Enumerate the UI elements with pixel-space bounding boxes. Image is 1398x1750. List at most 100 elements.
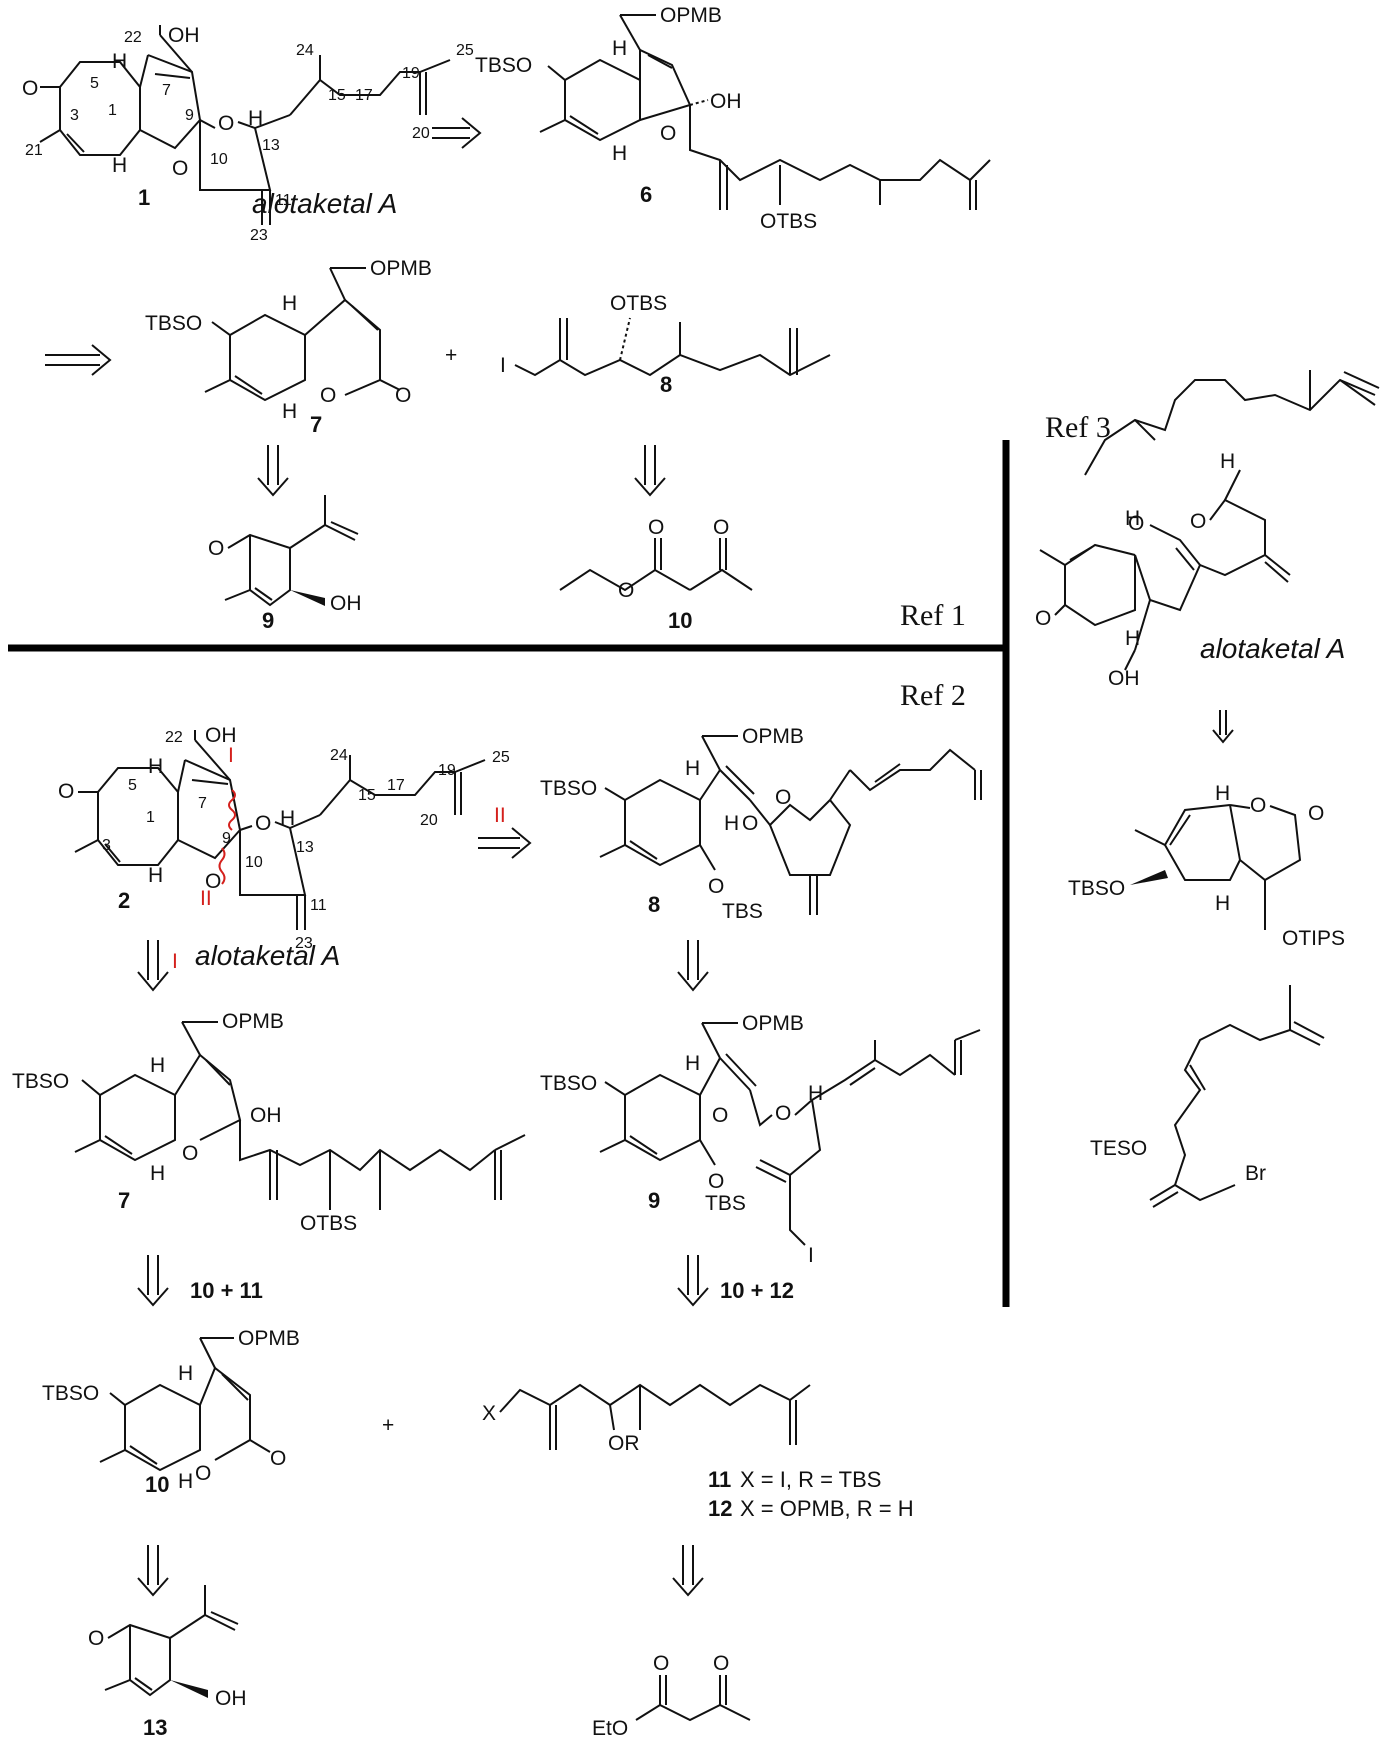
iodo: I [808, 1244, 814, 1267]
oh-22: OH [205, 724, 237, 747]
compound-number: 8 [660, 372, 672, 397]
ester-o: O [653, 1652, 669, 1675]
ho: OH [1108, 667, 1140, 690]
o: O [708, 1170, 724, 1193]
h-label: H [724, 812, 739, 835]
h-13: H [280, 807, 295, 830]
o: O [708, 875, 724, 898]
retro-arrow-8-9 [677, 940, 709, 992]
spiro-o: O [1190, 510, 1206, 533]
retro-arrow-8-10 [634, 445, 666, 497]
compound-number: 1 [138, 185, 150, 210]
eto: EtO [592, 1717, 628, 1740]
retro-arrow-10-13 [137, 1545, 169, 1597]
c5-num: 5 [90, 75, 99, 92]
c22-num: 22 [124, 29, 142, 46]
c9-num: 9 [185, 107, 194, 124]
ref1-compound-1: O OH H H O O H 1 3 5 7 9 10 11 13 15 17 … [22, 24, 474, 244]
natural-product-name: alotaketal A [195, 940, 340, 971]
oh-22: OH [168, 24, 200, 47]
lactone-o: O [270, 1447, 286, 1470]
ketone-o: O [22, 77, 38, 100]
h-bottom: H [148, 864, 163, 887]
ref2-compound-2: O OH H H O O H 1 3 5 7 9 10 11 13 15 17 … [58, 724, 510, 971]
c15-num: 15 [328, 87, 346, 104]
retro-arrow-2-7: I [137, 940, 178, 992]
ref2-compound-11-12: X OR 11 X = I, R = TBS 12 X = OPMB, R = … [482, 1383, 914, 1521]
ref1-compound-8: I OTBS 8 [500, 292, 831, 397]
compound-number: 7 [118, 1188, 130, 1213]
h: H [685, 757, 700, 780]
ketone-o: O [88, 1627, 104, 1650]
natural-product-name: alotaketal A [1200, 633, 1345, 664]
h-bottom: H [282, 400, 297, 423]
ref3-lactone: H O O TBSO H OTIPS [1068, 782, 1345, 950]
iodo: I [500, 354, 506, 377]
ref1-compound-6: OPMB TBSO H H O OH OTBS 6 [475, 4, 991, 233]
ester-o1: O [648, 516, 664, 539]
c10-num: 10 [245, 854, 263, 871]
oh: OH [215, 1687, 247, 1710]
otbs: OTBS [610, 292, 667, 315]
ref2-compound-7: OPMB TBSO H H O OH OTBS 7 [12, 1010, 526, 1235]
disconnection-i-arrow-label: I [172, 950, 178, 973]
ring-o: O [1128, 512, 1144, 535]
legend-12-text: X = OPMB, R = H [740, 1496, 914, 1521]
compound-number: 9 [262, 608, 274, 633]
bromo: Br [1245, 1162, 1266, 1185]
ref1-compound-10: O O O 10 [559, 516, 753, 633]
ref3-alotaketal-a: O H O O H H OH alotaketal A [1035, 370, 1380, 690]
disconnection-i-label: I [228, 744, 234, 767]
h-top: H [612, 37, 627, 60]
h-bottom: H [612, 142, 627, 165]
retro-arrow-7-9 [257, 445, 289, 497]
compound-number: 10 [668, 608, 692, 633]
opmb: OPMB [742, 725, 804, 748]
c25-num: 25 [492, 749, 510, 766]
ester-o2: O [775, 1102, 791, 1125]
tbso: TBSO [1068, 877, 1125, 900]
h-top: H [178, 1362, 193, 1385]
compound-number: 9 [648, 1188, 660, 1213]
c11-num: 11 [310, 897, 327, 914]
c9-num: 9 [222, 830, 231, 847]
lactone-o: O [395, 384, 411, 407]
lactone-o: O [1250, 794, 1266, 817]
legend-12-num: 12 [708, 1496, 732, 1521]
opmb: OPMB [742, 1012, 804, 1035]
ref1-compound-9: O OH 9 [208, 495, 362, 633]
h-13: H [248, 107, 263, 130]
compound-number: 2 [118, 888, 130, 913]
compound-number: 13 [143, 1715, 167, 1740]
opmb: OPMB [370, 257, 432, 280]
h: H [1220, 450, 1235, 473]
c10-num: 10 [210, 151, 228, 168]
tbso: TBSO [145, 312, 202, 335]
plus-10-11: + [382, 1414, 394, 1437]
tbs: TBS [722, 900, 763, 923]
tbso: TBSO [12, 1070, 69, 1093]
c20-num: 20 [412, 125, 430, 142]
h-bottom: H [150, 1162, 165, 1185]
h-top: H [148, 755, 163, 778]
h-bottom: H [178, 1470, 193, 1493]
ref3-arrow-1 [1212, 710, 1234, 744]
ester-o1: O [712, 1104, 728, 1127]
retro-arrow-1-6 [432, 117, 482, 149]
retro-arrow-11-ester [672, 1545, 704, 1597]
legend-11-num: 11 [708, 1467, 731, 1492]
otbs: OTBS [760, 210, 817, 233]
ring-o: O [320, 384, 336, 407]
c7-num: 7 [198, 795, 207, 812]
disconnection-ii-arrow-label: II [494, 804, 506, 827]
c3-num: 3 [70, 107, 79, 124]
c5-num: 5 [128, 777, 137, 794]
ring-o: O [775, 786, 791, 809]
compound-number: 7 [310, 412, 322, 437]
c21-num: 21 [25, 142, 43, 159]
ref2-compound-10: OPMB TBSO O O H H 10 [42, 1327, 300, 1497]
h-bottom: H [112, 154, 127, 177]
ref2-compound-9: OPMB TBSO H O TBS O O H I 9 [540, 1012, 981, 1267]
ring-o: O [205, 870, 221, 893]
tbso: TBSO [540, 1072, 597, 1095]
